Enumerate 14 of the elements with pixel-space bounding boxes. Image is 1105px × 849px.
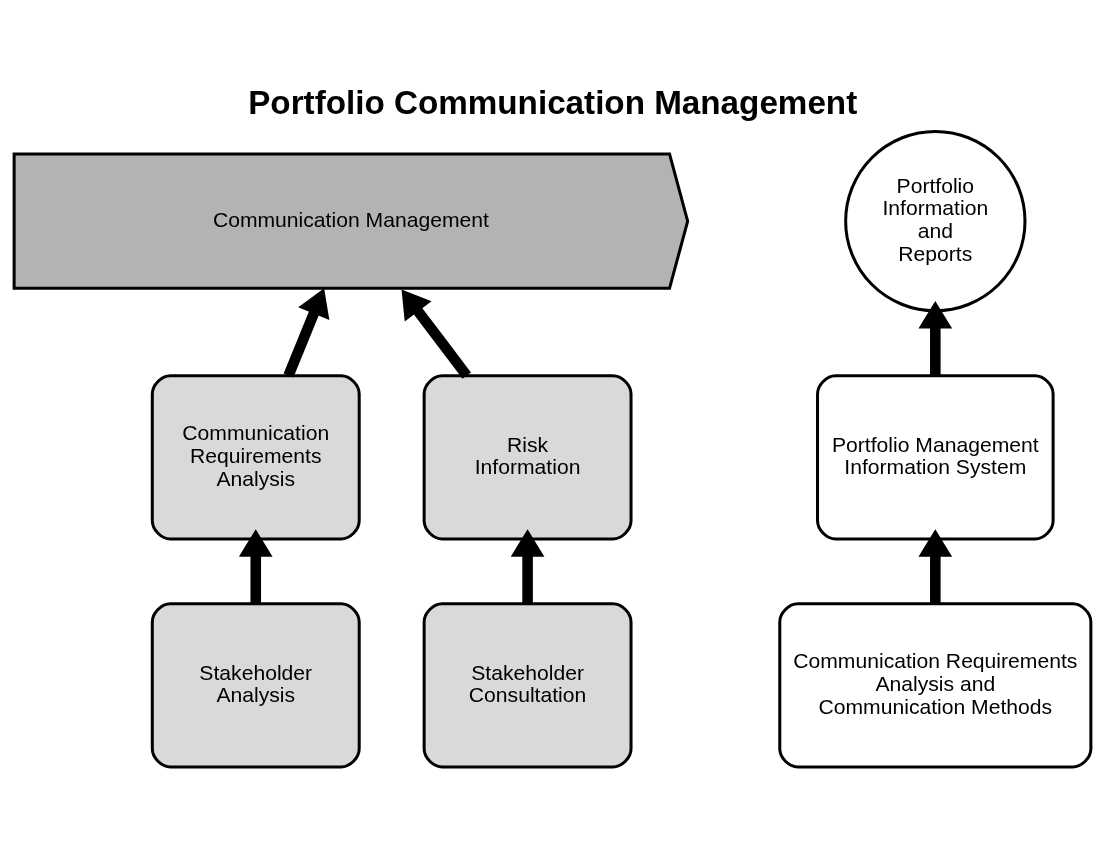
node-box: Risk Information xyxy=(422,373,633,540)
node-box: Stakeholder Analysis xyxy=(150,601,361,768)
arrow xyxy=(918,300,953,376)
arrow xyxy=(401,289,471,379)
node-circle: Portfolio Information and Reports xyxy=(844,129,1027,312)
arrow xyxy=(283,287,330,378)
node-box: Stakeholder Consultation xyxy=(422,601,633,768)
diagram-title: Portfolio Communication Management xyxy=(248,83,858,121)
node-box: Communication Requirements Analysis xyxy=(150,373,361,540)
arrow xyxy=(510,528,545,603)
arrow xyxy=(918,528,953,603)
node-box: Communication Requirements Analysis and Communication Methods xyxy=(778,601,1093,768)
arrow xyxy=(238,528,273,603)
node-box: Portfolio Management Information System xyxy=(816,373,1055,540)
